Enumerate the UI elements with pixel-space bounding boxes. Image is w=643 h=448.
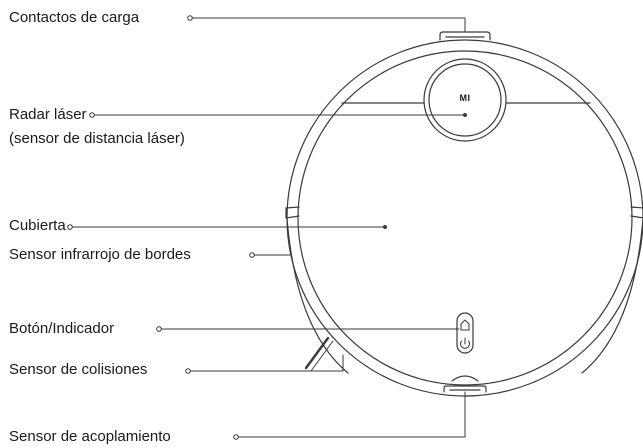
laser-radar: [341, 58, 591, 142]
bumper-seam-left: [286, 217, 349, 374]
side-brush: [304, 336, 334, 372]
robot-inner-cover: [297, 50, 633, 386]
label-collision-sensor: Sensor de colisiones: [9, 361, 148, 378]
edge-sensor-left: [285, 206, 300, 219]
label-docking-sensor: Sensor de acoplamiento: [9, 428, 171, 445]
edge-sensor-right: [630, 206, 643, 219]
label-button-indicator: Botón/Indicador: [9, 320, 115, 337]
label-charging-contacts: Contactos de carga: [9, 9, 140, 26]
leader-lines: [67, 15, 467, 440]
label-laser-radar-sub: (sensor de distancia láser): [9, 130, 185, 147]
button-panel: [456, 312, 474, 354]
bumper-seam-right: [581, 217, 643, 374]
label-laser-radar: Radar láser: [9, 106, 87, 123]
mi-logo: MI: [459, 93, 471, 103]
label-cover: Cubierta: [9, 217, 66, 234]
charging-contacts: [439, 31, 491, 41]
docking-sensor: [443, 375, 487, 393]
label-edge-sensor: Sensor infrarrojo de bordes: [9, 246, 191, 263]
